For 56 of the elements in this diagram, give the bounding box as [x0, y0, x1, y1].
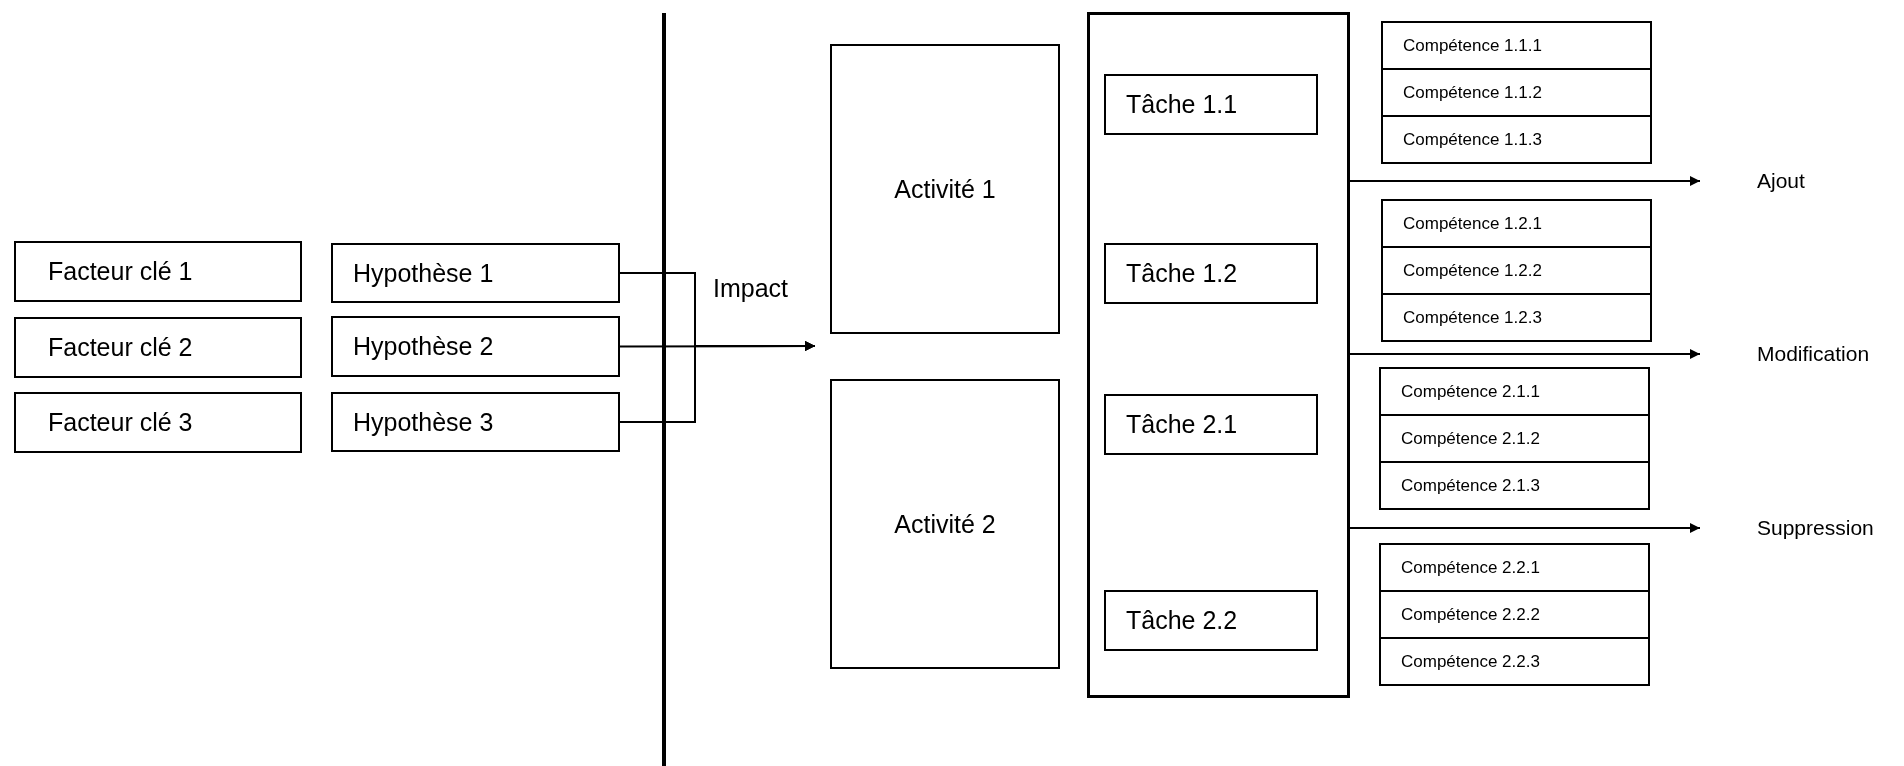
task-group-frame — [1087, 12, 1350, 698]
hypothesis-box — [331, 316, 620, 377]
competence-box — [1381, 68, 1652, 117]
outcome-label: Suppression — [1757, 516, 1874, 540]
activity-box — [830, 44, 1060, 334]
box-label: Hypothèse 1 — [353, 258, 494, 288]
box-label: Compétence 2.1.1 — [1401, 381, 1540, 402]
competence-box — [1379, 637, 1650, 686]
box-label: Hypothèse 2 — [353, 332, 494, 361]
hypothesis-box — [331, 392, 620, 452]
box-label: Tâche 2.1 — [1126, 410, 1238, 439]
key-factor-box — [14, 392, 302, 453]
task-box — [1104, 590, 1318, 651]
box-label: Compétence 2.2.1 — [1401, 557, 1540, 578]
box-label: Compétence 2.1.3 — [1401, 475, 1540, 496]
competence-box — [1379, 543, 1650, 592]
competence-box — [1381, 115, 1652, 164]
arrow — [1349, 176, 1701, 186]
box-label: Facteur clé 3 — [48, 408, 193, 437]
competence-box — [1381, 199, 1652, 248]
box-label: Compétence 1.1.2 — [1403, 82, 1542, 103]
box-label: Activité 2 — [894, 509, 996, 539]
competence-box — [1379, 414, 1650, 463]
competence-box — [1381, 21, 1652, 70]
box-label: Activité 1 — [894, 174, 996, 204]
box-label: Compétence 2.1.2 — [1401, 428, 1540, 449]
box-label: Tâche 1.2 — [1126, 259, 1238, 288]
task-box — [1104, 394, 1318, 455]
competence-box — [1379, 461, 1650, 510]
box-label: Compétence 1.2.3 — [1403, 307, 1542, 328]
task-box — [1104, 74, 1318, 135]
box-label: Compétence 2.2.3 — [1401, 651, 1540, 672]
box-label: Compétence 1.2.2 — [1403, 260, 1542, 281]
box-label: Tâche 2.2 — [1126, 606, 1238, 635]
hypothesis-box — [331, 243, 620, 303]
box-label: Hypothèse 3 — [353, 407, 494, 437]
box-label: Compétence 1.1.1 — [1403, 35, 1542, 56]
box-label: Facteur clé 2 — [48, 333, 193, 362]
outcome-label: Modification — [1757, 342, 1870, 366]
competence-box — [1379, 590, 1650, 639]
key-factor-box — [14, 317, 302, 378]
box-label: Compétence 1.1.3 — [1403, 129, 1542, 150]
competence-box — [1379, 367, 1650, 416]
key-factor-box — [14, 241, 302, 302]
arrow — [1349, 349, 1701, 359]
arrow — [619, 341, 816, 423]
competence-box — [1381, 246, 1652, 295]
box-label: Facteur clé 1 — [48, 257, 193, 286]
box-label: Compétence 1.2.1 — [1403, 213, 1542, 234]
competence-box — [1381, 293, 1652, 342]
outcome-label: Ajout — [1757, 169, 1805, 193]
activity-box — [830, 379, 1060, 669]
arrow — [1349, 523, 1701, 533]
task-box — [1104, 243, 1318, 304]
box-label: Compétence 2.2.2 — [1401, 604, 1540, 625]
box-label: Tâche 1.1 — [1126, 90, 1238, 119]
